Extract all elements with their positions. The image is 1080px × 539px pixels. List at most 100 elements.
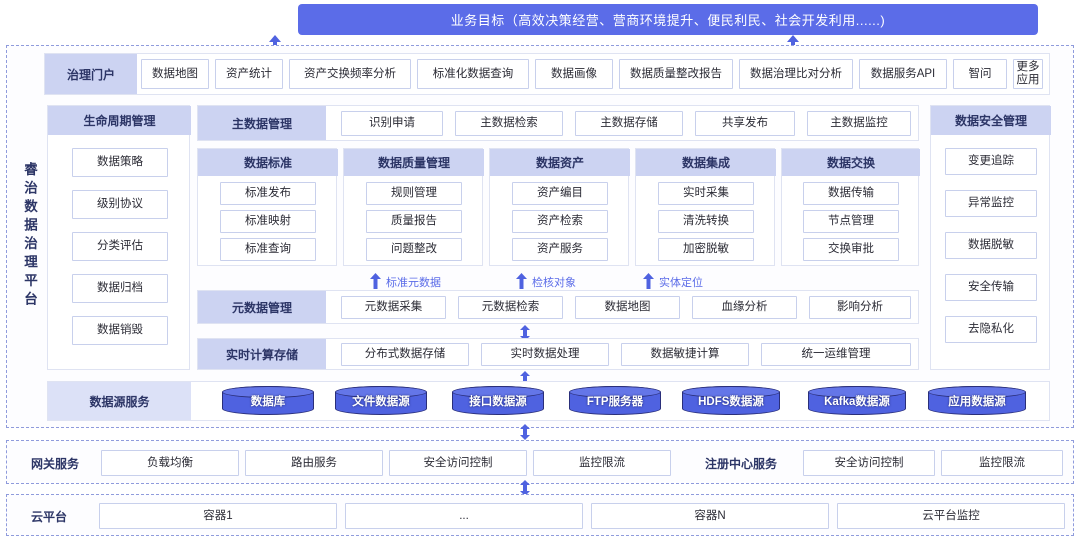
compute-item-agile-compute[interactable]: 数据敏捷计算 <box>621 343 749 366</box>
master-data-item-share-publish[interactable]: 共享发布 <box>695 111 795 136</box>
domain-column-data-asset: 数据资产 资产编目 资产检索 资产服务 <box>489 148 630 266</box>
cloud-item-ellipsis[interactable]: ... <box>345 503 583 529</box>
datasource-cylinder-interface[interactable]: 接口数据源 <box>452 386 544 415</box>
portal-apps: 数据地图 资产统计 资产交换频率分析 标准化数据查询 数据画像 数据质量整改报告… <box>141 59 1043 89</box>
domain-column-data-exchange: 数据交换 数据传输 节点管理 交换审批 <box>781 148 920 266</box>
portal-app-data-map[interactable]: 数据地图 <box>141 59 209 89</box>
gateway-item-access-control[interactable]: 安全访问控制 <box>389 450 527 476</box>
arrow-up-standard-metadata <box>370 273 381 289</box>
master-data-item-search[interactable]: 主数据检索 <box>455 111 563 136</box>
metadata-item-collect[interactable]: 元数据采集 <box>341 296 446 319</box>
compute-row: 实时计算存储 分布式数据存储 实时数据处理 数据敏捷计算 统一运维管理 <box>197 338 919 370</box>
master-data-item-monitor[interactable]: 主数据监控 <box>807 111 911 136</box>
domain-item-realtime-collect[interactable]: 实时采集 <box>658 182 754 205</box>
compute-item-distributed-storage[interactable]: 分布式数据存储 <box>341 343 469 366</box>
security-title: 数据安全管理 <box>931 106 1051 135</box>
portal-title: 治理门户 <box>45 54 137 94</box>
lifecycle-item-data-archive[interactable]: 数据归档 <box>72 274 168 303</box>
lifecycle-item-data-strategy[interactable]: 数据策略 <box>72 148 168 177</box>
domain-item-standard-mapping[interactable]: 标准映射 <box>220 210 316 233</box>
lifecycle-title: 生命周期管理 <box>48 106 191 135</box>
cloud-item-container-n[interactable]: 容器N <box>591 503 829 529</box>
domain-title-data-standard: 数据标准 <box>198 149 338 176</box>
domain-item-clean-transform[interactable]: 清洗转换 <box>658 210 754 233</box>
domain-item-standard-publish[interactable]: 标准发布 <box>220 182 316 205</box>
metadata-item-lineage-analysis[interactable]: 血缘分析 <box>692 296 797 319</box>
datasource-title: 数据源服务 <box>48 382 191 420</box>
datasource-cylinder-database[interactable]: 数据库 <box>222 386 314 415</box>
portal-app-governance-compare[interactable]: 数据治理比对分析 <box>739 59 853 89</box>
datasource-cylinder-file[interactable]: 文件数据源 <box>335 386 427 415</box>
arrow-datasource-gateway <box>519 424 531 440</box>
lifecycle-item-level-agreement[interactable]: 级别协议 <box>72 190 168 219</box>
master-data-item-storage[interactable]: 主数据存储 <box>575 111 683 136</box>
domain-item-quality-report[interactable]: 质量报告 <box>366 210 462 233</box>
domain-item-node-management[interactable]: 节点管理 <box>803 210 899 233</box>
arrow-up-audit-object <box>516 273 527 289</box>
domain-title-data-quality: 数据质量管理 <box>344 149 484 176</box>
portal-app-quality-report[interactable]: 数据质量整改报告 <box>619 59 733 89</box>
datasource-cylinder-kafka[interactable]: Kafka数据源 <box>808 386 906 415</box>
security-item-anomaly-monitor[interactable]: 异常监控 <box>945 190 1037 217</box>
portal-app-standard-query[interactable]: 标准化数据查询 <box>417 59 529 89</box>
domain-item-encrypt-desensitize[interactable]: 加密脱敏 <box>658 238 754 261</box>
domain-column-data-standard: 数据标准 标准发布 标准映射 标准查询 <box>197 148 338 266</box>
arrow-gateway-cloud <box>519 480 531 496</box>
datasource-cylinder-hdfs[interactable]: HDFS数据源 <box>682 386 780 415</box>
security-item-secure-transfer[interactable]: 安全传输 <box>945 274 1037 301</box>
cloud-container: 云平台 容器1 ... 容器N 云平台监控 <box>6 494 1074 536</box>
cloud-item-container-1[interactable]: 容器1 <box>99 503 337 529</box>
gateway-item-routing[interactable]: 路由服务 <box>245 450 383 476</box>
master-data-title: 主数据管理 <box>198 106 326 140</box>
domain-item-asset-catalog[interactable]: 资产编目 <box>512 182 608 205</box>
domain-column-data-integration: 数据集成 实时采集 清洗转换 加密脱敏 <box>635 148 776 266</box>
portal-app-asset-stats[interactable]: 资产统计 <box>215 59 283 89</box>
cloud-item-cloud-monitor[interactable]: 云平台监控 <box>837 503 1065 529</box>
domain-title-data-exchange: 数据交换 <box>782 149 920 176</box>
domain-item-exchange-approval[interactable]: 交换审批 <box>803 238 899 261</box>
domain-item-data-transfer[interactable]: 数据传输 <box>803 182 899 205</box>
lifecycle-item-classification-assessment[interactable]: 分类评估 <box>72 232 168 261</box>
portal-app-more[interactable]: 更多应用 <box>1013 59 1043 89</box>
domain-item-standard-query[interactable]: 标准查询 <box>220 238 316 261</box>
domain-title-data-integration: 数据集成 <box>636 149 776 176</box>
arrow-up-entity-location <box>643 273 654 289</box>
portal-app-data-api[interactable]: 数据服务API <box>859 59 947 89</box>
arrow-label-entity-location: 实体定位 <box>659 277 703 289</box>
security-item-change-tracking[interactable]: 变更追踪 <box>945 148 1037 175</box>
arrow-label-audit-object: 检核对象 <box>532 277 576 289</box>
compute-title: 实时计算存储 <box>198 339 326 369</box>
metadata-item-impact-analysis[interactable]: 影响分析 <box>809 296 911 319</box>
domain-item-issue-rectify[interactable]: 问题整改 <box>366 238 462 261</box>
portal-app-data-profile[interactable]: 数据画像 <box>535 59 613 89</box>
lifecycle-column: 生命周期管理 数据策略 级别协议 分类评估 数据归档 数据销毁 <box>47 105 191 370</box>
datasource-cylinder-application[interactable]: 应用数据源 <box>928 386 1026 415</box>
domain-title-data-asset: 数据资产 <box>490 149 630 176</box>
lifecycle-item-data-destroy[interactable]: 数据销毁 <box>72 316 168 345</box>
gateway-title: 网关服务 <box>30 456 79 471</box>
security-item-deprivatization[interactable]: 去隐私化 <box>945 316 1037 343</box>
domain-item-asset-search[interactable]: 资产检索 <box>512 210 608 233</box>
registry-title: 注册中心服务 <box>704 456 777 471</box>
master-data-item-identify-request[interactable]: 识别申请 <box>341 111 443 136</box>
master-data-row: 主数据管理 识别申请 主数据检索 主数据存储 共享发布 主数据监控 <box>197 105 919 141</box>
security-item-data-masking[interactable]: 数据脱敏 <box>945 232 1037 259</box>
domain-column-data-quality: 数据质量管理 规则管理 质量报告 问题整改 <box>343 148 484 266</box>
registry-item-monitor-throttle[interactable]: 监控限流 <box>941 450 1063 476</box>
datasource-cylinder-ftp[interactable]: FTP服务器 <box>569 386 661 415</box>
domain-item-asset-service[interactable]: 资产服务 <box>512 238 608 261</box>
portal-row: 治理门户 数据地图 资产统计 资产交换频率分析 标准化数据查询 数据画像 数据质… <box>44 53 1050 95</box>
compute-item-unified-ops[interactable]: 统一运维管理 <box>761 343 911 366</box>
portal-app-exchange-freq[interactable]: 资产交换频率分析 <box>289 59 411 89</box>
portal-app-smart-ask[interactable]: 智问 <box>953 59 1007 89</box>
metadata-row: 元数据管理 元数据采集 元数据检索 数据地图 血缘分析 影响分析 <box>197 290 919 324</box>
gateway-item-monitor-throttle[interactable]: 监控限流 <box>533 450 671 476</box>
registry-item-access-control[interactable]: 安全访问控制 <box>803 450 935 476</box>
metadata-item-data-map[interactable]: 数据地图 <box>575 296 680 319</box>
gateway-item-load-balance[interactable]: 负载均衡 <box>101 450 239 476</box>
domain-item-rule-management[interactable]: 规则管理 <box>366 182 462 205</box>
arrow-metadata-compute <box>519 325 531 341</box>
compute-item-realtime-processing[interactable]: 实时数据处理 <box>481 343 609 366</box>
metadata-item-search[interactable]: 元数据检索 <box>458 296 563 319</box>
